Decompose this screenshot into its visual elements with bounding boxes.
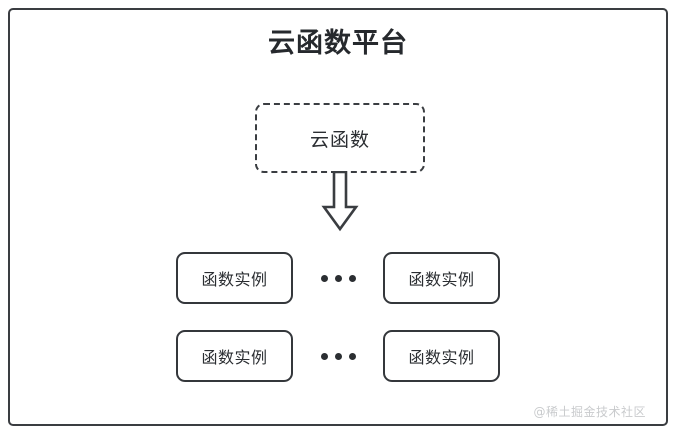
page-title: 云函数平台 xyxy=(268,28,408,59)
ellipsis-dot xyxy=(348,352,356,360)
ellipsis-dot xyxy=(320,274,328,282)
cloud-function-node[interactable]: 云函数 xyxy=(255,103,425,173)
down-block-arrow-icon xyxy=(318,170,362,232)
function-instance-box[interactable]: 函数实例 xyxy=(176,330,293,382)
function-instance-label: 函数实例 xyxy=(201,270,268,289)
ellipsis-dot xyxy=(334,352,342,360)
function-instance-box[interactable]: 函数实例 xyxy=(383,330,500,382)
function-instance-label: 函数实例 xyxy=(408,270,475,289)
function-instance-box[interactable]: 函数实例 xyxy=(383,252,500,304)
instance-row: 函数实例 函数实例 xyxy=(0,252,676,304)
cloud-function-node-label: 云函数 xyxy=(309,128,370,151)
down-block-arrow-svg xyxy=(321,170,359,232)
arrow-shape xyxy=(321,170,359,232)
function-instance-label: 函数实例 xyxy=(408,348,475,367)
watermark: @稀土掘金技术社区 xyxy=(533,405,646,419)
instance-row: 函数实例 函数实例 xyxy=(0,330,676,382)
ellipsis-icon xyxy=(293,252,383,304)
ellipsis-dots xyxy=(320,352,356,360)
ellipsis-icon xyxy=(293,330,383,382)
ellipsis-dot xyxy=(320,352,328,360)
function-instance-box[interactable]: 函数实例 xyxy=(176,252,293,304)
ellipsis-dot xyxy=(348,274,356,282)
ellipsis-dots xyxy=(320,274,356,282)
function-instance-label: 函数实例 xyxy=(201,348,268,367)
ellipsis-dot xyxy=(334,274,342,282)
